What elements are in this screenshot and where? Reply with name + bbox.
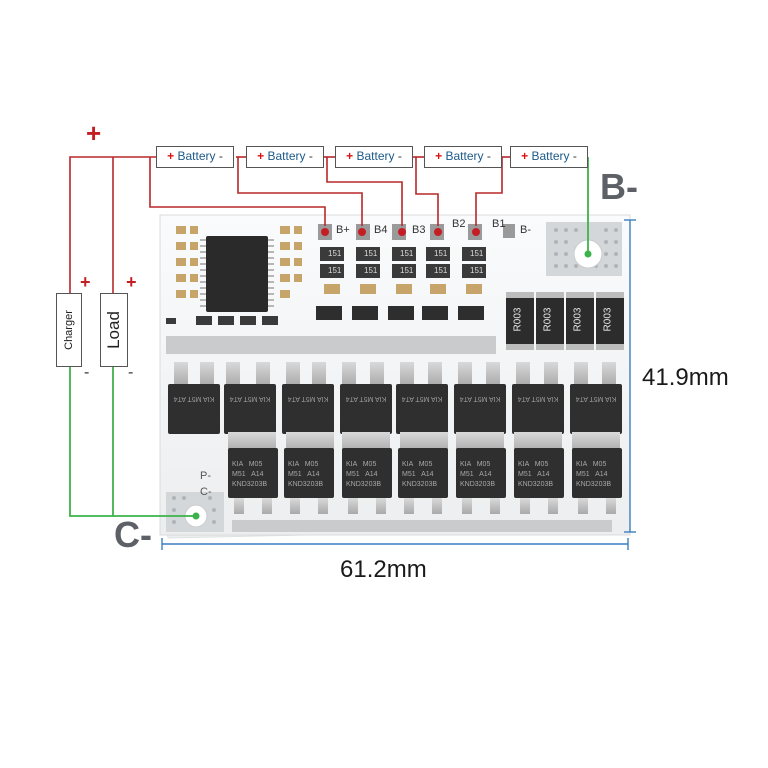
battery-box-4: + Battery -: [424, 146, 502, 168]
battery-label: Battery: [264, 149, 309, 163]
c-minus-pad: [166, 492, 224, 532]
pad-label-b4: B4: [374, 224, 388, 236]
b-minus-solder-point: [584, 250, 592, 258]
smd-label: 151: [400, 266, 414, 275]
mosfet-row-bottom: [228, 432, 622, 532]
solder-point-5: [472, 228, 480, 236]
battery-label: Battery: [174, 149, 219, 163]
battery-minus: -: [218, 149, 223, 163]
load-plus-sign: +: [126, 272, 137, 292]
battery-plus: +: [346, 149, 354, 163]
negative-wires: [69, 157, 592, 520]
pad-label-bplus: B+: [336, 224, 350, 236]
pcb-board: [159, 214, 631, 539]
mosfet-bottom-label: KIA M05 M51 A14 KND3203B: [576, 461, 612, 488]
wire-bplus: [149, 157, 326, 226]
mosfet-row-top: [168, 362, 622, 434]
mosfet-top-label: KIA M5T AT4: [229, 395, 271, 402]
mosfet-top-label: KIA M5T AT4: [345, 395, 387, 402]
charger-plus-sign: +: [80, 272, 91, 292]
battery-minus: -: [572, 149, 577, 163]
controller-ic: [200, 236, 274, 312]
mosfet-bottom-label: KIA M05 M51 A14 KND3203B: [402, 461, 438, 488]
charger-label: Charger: [63, 310, 75, 350]
battery-minus: -: [397, 149, 402, 163]
mosfet-top-label: KIA M5T AT4: [459, 395, 501, 402]
solder-point-2: [358, 228, 366, 236]
b-minus-pad: [546, 222, 622, 276]
battery-label: Battery: [353, 149, 398, 163]
smd-label: 151: [470, 266, 484, 275]
charger-minus-sign: -: [84, 364, 90, 381]
shunt-resistors: [506, 292, 624, 350]
mosfet-bottom-label: KIA M05 M51 A14 KND3203B: [232, 461, 268, 488]
charger-box: Charger: [56, 293, 82, 367]
wire-b2: [415, 157, 439, 226]
battery-box-5: + Battery -: [510, 146, 588, 168]
pad-label-b2: B2: [452, 218, 466, 230]
positive-wires: [69, 156, 510, 293]
smd-label: 151: [328, 266, 342, 275]
load-label: Load: [104, 311, 123, 349]
smd-label: 151: [364, 266, 378, 275]
mosfet-bottom-label: KIA M05 M51 A14 KND3203B: [288, 461, 324, 488]
width-dimension: 61.2mm: [340, 556, 427, 583]
mosfet-bottom-label: KIA M05 M51 A14 KND3203B: [518, 461, 554, 488]
battery-plus: +: [435, 149, 443, 163]
mosfet-top-label: KIA M5T AT4: [287, 395, 329, 402]
wire-b3: [326, 157, 403, 226]
resistor-label-1: R003: [512, 307, 524, 332]
battery-label: Battery: [528, 149, 573, 163]
mosfet-bottom-label: KIA M05 M51 A14 KND3203B: [346, 461, 382, 488]
wire-positive-bus: [69, 156, 156, 293]
pad-label-bminus: B-: [520, 224, 531, 236]
smd-label: 151: [364, 249, 378, 258]
c-minus-label: C-: [114, 514, 152, 555]
battery-box-1: + Battery -: [156, 146, 234, 168]
pad-label-b3: B3: [412, 224, 426, 236]
battery-box-3: + Battery -: [335, 146, 413, 168]
solder-point-1: [321, 228, 329, 236]
smd-label: 151: [470, 249, 484, 258]
b-minus-label: B-: [600, 166, 638, 207]
load-box: Load: [100, 293, 128, 367]
mosfet-top-label: KIA M5T AT4: [173, 395, 215, 402]
battery-minus: -: [308, 149, 313, 163]
solder-point-4: [434, 228, 442, 236]
smd-label: 151: [434, 266, 448, 275]
smd-label: 151: [434, 249, 448, 258]
c-minus-board-label: C-: [200, 486, 212, 498]
mosfet-top-label: KIA M5T AT4: [517, 395, 559, 402]
wire-b4: [237, 157, 363, 226]
battery-box-2: + Battery -: [246, 146, 324, 168]
battery-plus: +: [167, 149, 175, 163]
resistor-label-4: R003: [602, 307, 614, 332]
mosfet-top-label: KIA M5T AT4: [575, 395, 617, 402]
battery-label: Battery: [442, 149, 487, 163]
wire-b1: [475, 157, 503, 226]
resistor-label-3: R003: [572, 307, 584, 332]
smd-label: 151: [328, 249, 342, 258]
mosfet-bottom-label: KIA M05 M51 A14 KND3203B: [460, 461, 496, 488]
height-dimension: 41.9mm: [642, 364, 729, 391]
battery-plus: +: [521, 149, 529, 163]
c-minus-solder-point: [192, 512, 200, 520]
load-minus-sign: -: [128, 364, 134, 381]
solder-point-3: [398, 228, 406, 236]
dimension-lines: [161, 219, 636, 550]
p-minus-label: P-: [200, 470, 211, 482]
battery-minus: -: [486, 149, 491, 163]
mosfet-top-label: KIA M5T AT4: [401, 395, 443, 402]
pad-label-b1: B1: [492, 218, 506, 230]
battery-plus: +: [257, 149, 265, 163]
main-plus-sign: +: [86, 118, 102, 148]
resistor-label-2: R003: [542, 307, 554, 332]
wire-charger-minus: [69, 367, 196, 517]
smd-label: 151: [400, 249, 414, 258]
